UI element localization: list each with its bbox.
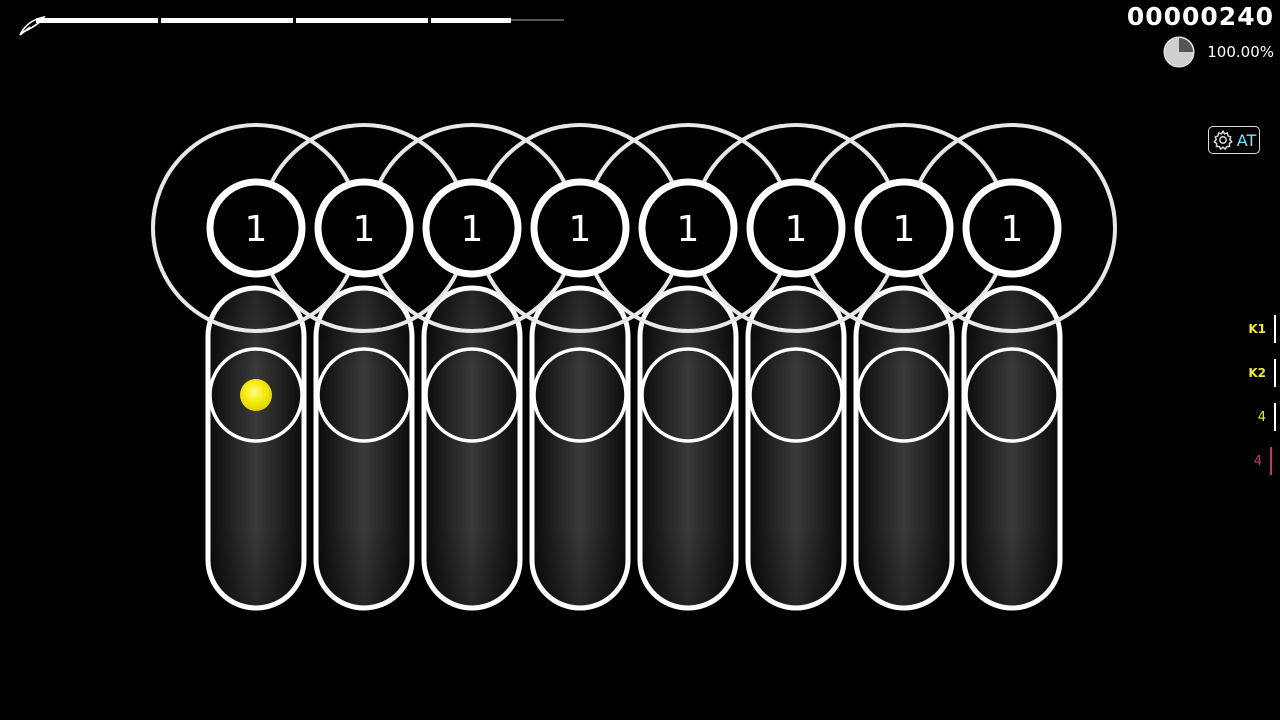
hit-circle-number: 1 — [569, 209, 592, 250]
hit-circle-ring — [530, 178, 630, 278]
slider-border — [421, 285, 523, 611]
hit-circle-number: 1 — [245, 209, 268, 250]
health-segment-divider — [428, 17, 431, 25]
slider-7[interactable] — [853, 285, 955, 611]
slider-follow-ring — [208, 347, 304, 443]
hit-circle-number: 1 — [893, 209, 916, 250]
health-fill — [36, 18, 512, 23]
key-label: K2 — [1248, 366, 1266, 380]
health-segment-divider — [293, 17, 296, 25]
gear-icon — [1212, 129, 1233, 151]
slider-5[interactable] — [637, 285, 739, 611]
hit-circle-ring — [422, 178, 522, 278]
slider-border — [961, 285, 1063, 611]
score-counter: 00000240 — [1126, 2, 1274, 31]
slider-border — [637, 285, 739, 611]
slider-follow-ring — [640, 347, 736, 443]
hit-circle-1[interactable]: 1 — [206, 178, 306, 278]
hit-circle-ring — [206, 178, 306, 278]
slider-2[interactable] — [313, 285, 415, 611]
accuracy-display: 100.00% — [1163, 36, 1274, 68]
slider-follow-ring — [532, 347, 628, 443]
key-indicator — [1270, 447, 1272, 475]
slider-follow-ring — [748, 347, 844, 443]
hit-circle-3[interactable]: 1 — [422, 178, 522, 278]
accuracy-value: 100.00% — [1207, 43, 1274, 61]
key-label: K1 — [1248, 322, 1266, 336]
slider-3[interactable] — [421, 285, 523, 611]
hit-circle-ring — [638, 178, 738, 278]
slider-border — [205, 285, 307, 611]
key-indicator — [1274, 315, 1276, 343]
key-overlay-m1: 4 — [1258, 402, 1276, 432]
hit-circle-ring — [746, 178, 846, 278]
slider-ball — [240, 379, 272, 411]
key-label: 4 — [1257, 409, 1266, 425]
slider-border — [313, 285, 415, 611]
slider-4[interactable] — [529, 285, 631, 611]
hit-circle-5[interactable]: 1 — [638, 178, 738, 278]
slider-follow-ring — [964, 347, 1060, 443]
hit-circle-2[interactable]: 1 — [314, 178, 414, 278]
health-bar — [18, 14, 564, 38]
slider-follow-ring — [856, 347, 952, 443]
accuracy-pie-icon — [1163, 36, 1195, 68]
slider-border — [745, 285, 847, 611]
slider-8[interactable] — [961, 285, 1063, 611]
hit-circle-ring — [854, 178, 954, 278]
hit-circle-ring — [962, 178, 1062, 278]
slider-border — [853, 285, 955, 611]
slider-follow-ring — [424, 347, 520, 443]
hit-circle-number: 1 — [1001, 209, 1024, 250]
health-segment-divider — [158, 17, 161, 25]
hit-circle-number: 1 — [353, 209, 376, 250]
slider-1[interactable] — [205, 285, 307, 611]
hit-circle-number: 1 — [461, 209, 484, 250]
mod-indicator[interactable]: AT — [1208, 126, 1260, 154]
feather-icon — [19, 15, 46, 36]
slider-6[interactable] — [745, 285, 847, 611]
hit-circle-7[interactable]: 1 — [854, 178, 954, 278]
key-indicator — [1274, 403, 1276, 431]
hit-circle-ring — [314, 178, 414, 278]
hit-circle-8[interactable]: 1 — [962, 178, 1062, 278]
hit-circle-4[interactable]: 1 — [530, 178, 630, 278]
key-overlay-k2: K2 — [1248, 358, 1276, 388]
slider-follow-ring — [316, 347, 412, 443]
key-indicator — [1274, 359, 1276, 387]
key-overlay-k1: K1 — [1248, 314, 1276, 344]
slider-border — [529, 285, 631, 611]
hit-circle-6[interactable]: 1 — [746, 178, 846, 278]
hit-circle-number: 1 — [785, 209, 808, 250]
hit-circle-number: 1 — [677, 209, 700, 250]
key-overlay-m2: 4 — [1254, 446, 1272, 476]
mod-label: AT — [1236, 130, 1257, 150]
key-label: 4 — [1253, 453, 1262, 469]
